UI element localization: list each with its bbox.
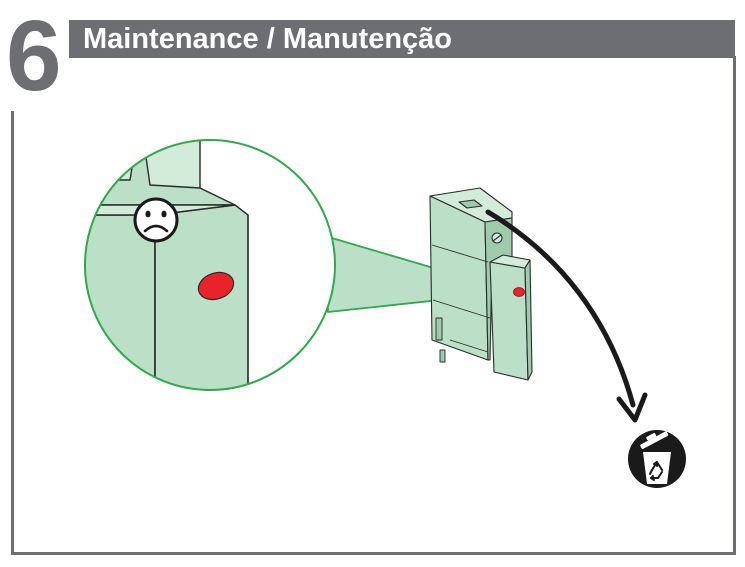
frame-right-border: [733, 56, 736, 555]
section-title: Maintenance / Manutenção: [83, 23, 453, 55]
disposal-arrow: [485, 209, 648, 423]
magnified-detail: [84, 139, 336, 391]
recycle-bin-icon: [628, 430, 686, 488]
device-fault-indicator: [513, 287, 525, 297]
step-number: 6: [6, 0, 62, 112]
frame-left-border: [11, 111, 14, 555]
frame-bottom-border: [11, 552, 736, 555]
header-bar: Maintenance / Manutenção: [69, 20, 735, 58]
magnified-fault-indicator: [197, 271, 235, 301]
sad-face-icon: [133, 197, 179, 243]
surge-protector-device: [429, 187, 533, 381]
